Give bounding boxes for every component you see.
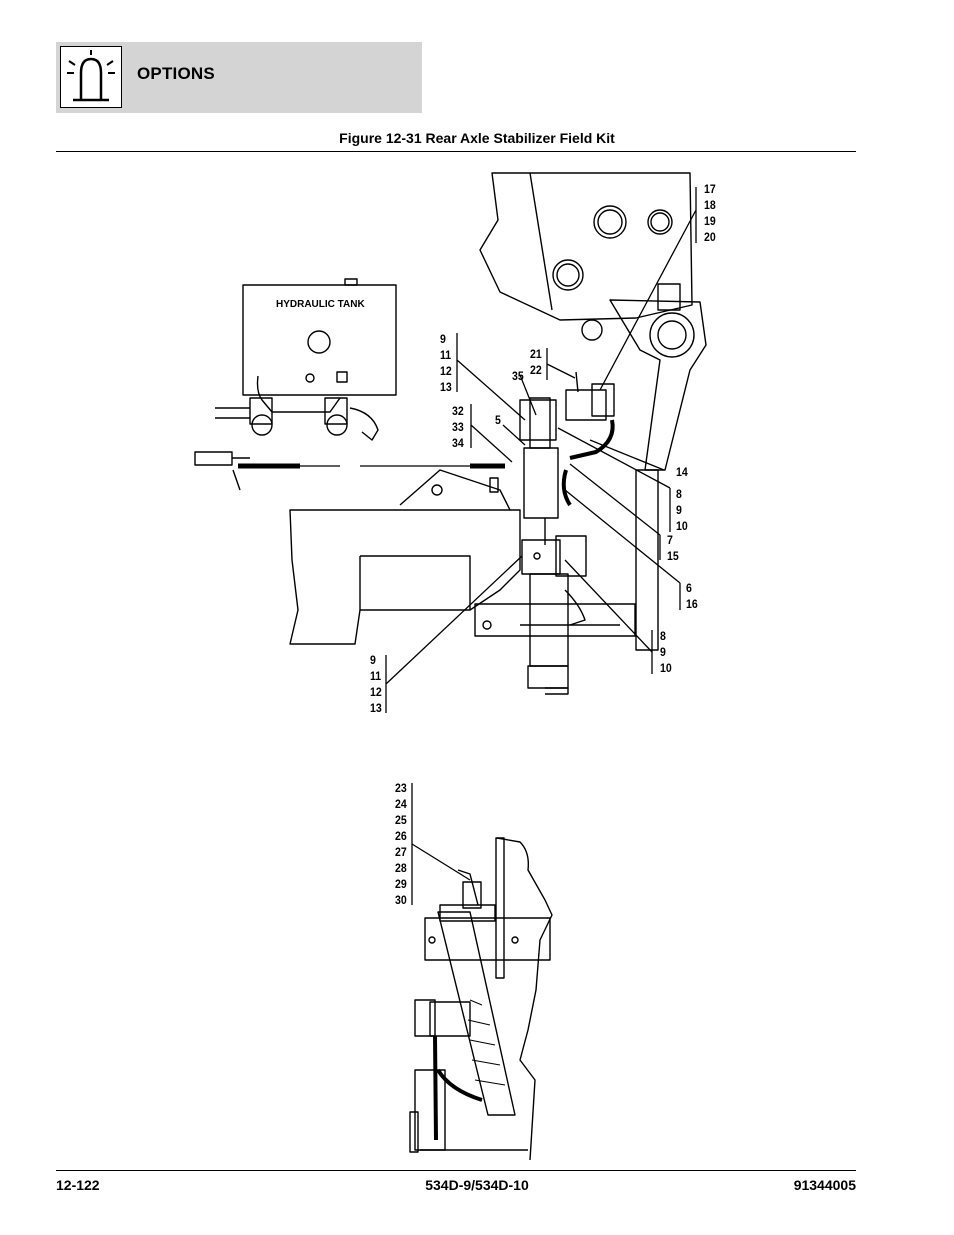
section-title: OPTIONS [137, 64, 215, 83]
callout-32-34: 32 33 34 [452, 404, 464, 450]
page-number: 12-122 [56, 1177, 100, 1193]
callout-9-13-lower: 9 11 12 13 [370, 653, 382, 715]
callout-17-20: 17 18 19 20 [704, 182, 716, 244]
document-number: 91344005 [793, 1177, 856, 1193]
top-divider [56, 151, 856, 152]
callout-21-22: 21 22 [530, 347, 542, 377]
callout-5: 5 [495, 413, 501, 427]
callout-7-15: 7 15 [667, 533, 679, 563]
callout-14: 14 [676, 465, 688, 479]
callout-9-13-upper: 9 11 12 13 [440, 332, 452, 394]
model-number: 534D-9/534D-10 [425, 1177, 529, 1193]
callout-23-30: 23 24 25 26 27 28 29 30 [395, 781, 407, 907]
callout-8-10-upper: 8 9 10 [676, 487, 688, 533]
figure-title: Figure 12-31 Rear Axle Stabilizer Field … [339, 130, 615, 146]
bottom-divider [56, 1170, 856, 1171]
callout-8-10-lower: 8 9 10 [660, 629, 672, 675]
callout-6-16: 6 16 [686, 581, 698, 611]
callout-35: 35 [512, 369, 524, 383]
beacon-light-icon [60, 46, 122, 108]
hydraulic-tank-label: HYDRAULIC TANK [276, 299, 365, 310]
